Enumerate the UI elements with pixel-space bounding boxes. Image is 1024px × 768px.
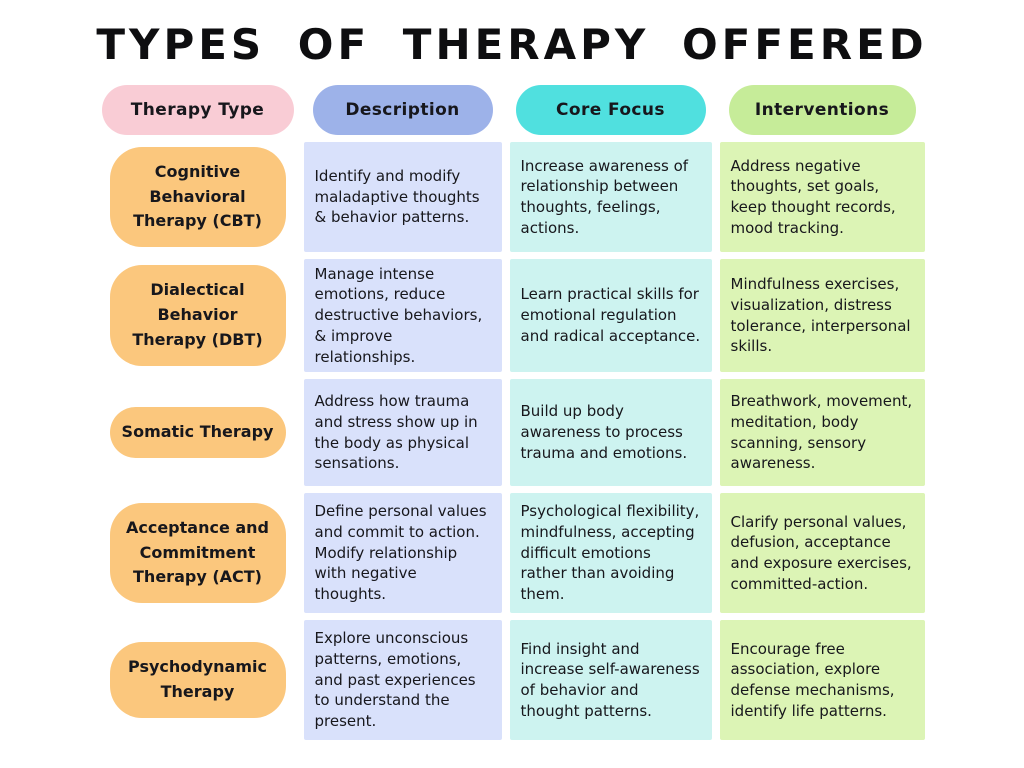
therapy-pill-psychodynamic: Psychodynamic Therapy xyxy=(109,642,286,718)
interventions-cell-cbt: Address negative thoughts, set goals, ke… xyxy=(719,142,925,252)
core-focus-cell-dbt: Learn practical skills for emotional reg… xyxy=(509,259,712,372)
core-focus-cell-somatic: Build up body awareness to process traum… xyxy=(509,379,712,486)
column-header-description: Description xyxy=(312,85,493,135)
interventions-cell-psychodynamic: Encourage free association, explore defe… xyxy=(719,620,925,740)
interventions-cell-dbt: Mindfulness exercises, visualization, di… xyxy=(719,259,925,372)
description-cell-psychodynamic: Explore unconscious patterns, emotions, … xyxy=(303,620,502,740)
core-focus-cell-psychodynamic: Find insight and increase self-awareness… xyxy=(509,620,712,740)
description-cell-somatic: Address how trauma and stress show up in… xyxy=(303,379,502,486)
description-cell-dbt: Manage intense emotions, reduce destruct… xyxy=(303,259,502,372)
therapy-pill-act: Acceptance and Commitment Therapy (ACT) xyxy=(109,502,286,604)
interventions-cell-act: Clarify personal values, defusion, accep… xyxy=(719,493,925,613)
therapy-pill-dbt: Dialectical Behavior Therapy (DBT) xyxy=(109,265,286,366)
therapy-pill-cbt: Cognitive Behavioral Therapy (CBT) xyxy=(109,146,286,248)
core-focus-cell-cbt: Increase awareness of relationship betwe… xyxy=(509,142,712,252)
page-title: TYPES OF THERAPY OFFERED xyxy=(96,20,928,69)
core-focus-cell-act: Psychological flexibility, mindfulness, … xyxy=(509,493,712,613)
description-cell-cbt: Identify and modify maladaptive thoughts… xyxy=(303,142,502,252)
interventions-cell-somatic: Breathwork, movement, meditation, body s… xyxy=(719,379,925,486)
column-header-interventions: Interventions xyxy=(728,85,916,135)
therapy-table: Therapy Type Description Core Focus Inte… xyxy=(100,85,925,740)
column-header-therapy-type: Therapy Type xyxy=(101,85,294,135)
therapy-pill-somatic: Somatic Therapy xyxy=(109,407,286,458)
description-cell-act: Define personal values and commit to act… xyxy=(303,493,502,613)
column-header-core-focus: Core Focus xyxy=(515,85,706,135)
